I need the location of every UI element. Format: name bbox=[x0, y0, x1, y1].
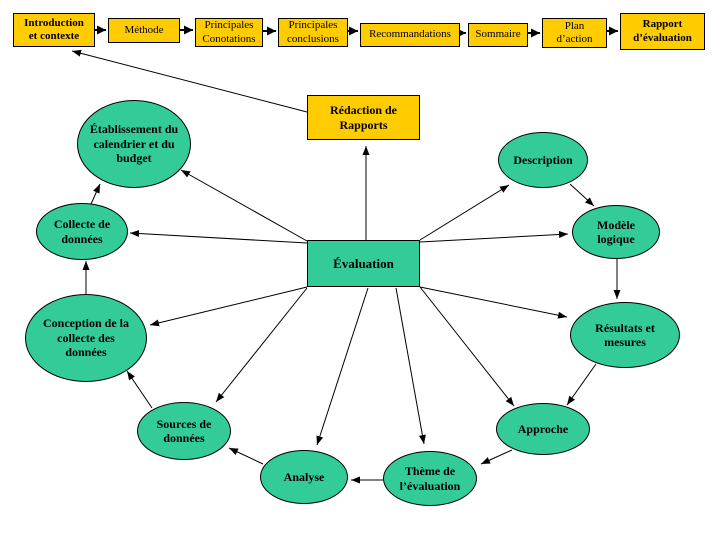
redaction-de-rapports-box: Rédaction de Rapports bbox=[307, 95, 420, 140]
arrow-evaluation-to-collecte bbox=[129, 230, 308, 244]
arrow-analyse-to-sources bbox=[228, 447, 264, 465]
node-theme-de-l-evaluation: Thème de l’évaluation bbox=[383, 451, 477, 506]
node-collecte-de-donnees: Collecte de données bbox=[36, 203, 128, 260]
radial-arrows bbox=[129, 146, 569, 446]
arrow-approche-to-theme bbox=[480, 449, 513, 465]
arrow-evaluation-to-theme bbox=[395, 287, 426, 445]
arrow-evaluation-to-modele bbox=[419, 230, 569, 243]
flow-step-introduction: Introduction et contexte bbox=[13, 13, 95, 47]
evaluation-center-node: Évaluation bbox=[307, 240, 420, 287]
flow-step-principales-conotations: Principales Conotations bbox=[195, 18, 263, 47]
flow-chain-arrows bbox=[93, 25, 618, 38]
arrow-evaluation-to-approche bbox=[419, 286, 515, 407]
arrow-evaluation-to-description bbox=[419, 184, 510, 241]
arrow-description-to-modele bbox=[569, 183, 595, 207]
node-modele-logique: Modèle logique bbox=[572, 205, 660, 259]
arrow-sources-to-conception bbox=[126, 370, 153, 409]
arrow-resultats-to-approche bbox=[566, 363, 597, 406]
flow-step-sommaire: Sommaire bbox=[468, 23, 528, 47]
flow-step-principales-conclusions: Principales conclusions bbox=[278, 18, 348, 47]
node-description: Description bbox=[498, 132, 588, 188]
arrow-redaction-to-introduction bbox=[71, 49, 308, 113]
arrow-evaluation-to-sources bbox=[215, 287, 308, 403]
node-analyse: Analyse bbox=[260, 450, 348, 504]
flow-step-methode: Méthode bbox=[108, 18, 180, 43]
flow-step-recommandations: Recommandations bbox=[360, 23, 460, 47]
flow-step-rapport-d-evaluation: Rapport d’évaluation bbox=[620, 13, 705, 50]
node-sources-de-donnees: Sources de données bbox=[137, 402, 231, 460]
arrow-evaluation-to-etablissement bbox=[180, 169, 308, 242]
arrow-collecte-to-etablissement bbox=[90, 183, 101, 205]
flow-step-plan-d-action: Plan d’action bbox=[542, 18, 607, 48]
arrow-evaluation-to-resultats bbox=[419, 286, 568, 319]
node-approche: Approche bbox=[496, 403, 590, 455]
cycle-arrows bbox=[71, 49, 621, 484]
node-resultats-et-mesures: Résultats et mesures bbox=[570, 302, 680, 368]
arrow-evaluation-to-conception bbox=[149, 286, 308, 327]
arrow-evaluation-to-analyse bbox=[316, 287, 369, 446]
node-etablissement-calendrier-budget: Établissement du calendrier et du budget bbox=[77, 100, 191, 188]
node-conception-collecte-donnees: Conception de la collecte des données bbox=[25, 294, 147, 382]
